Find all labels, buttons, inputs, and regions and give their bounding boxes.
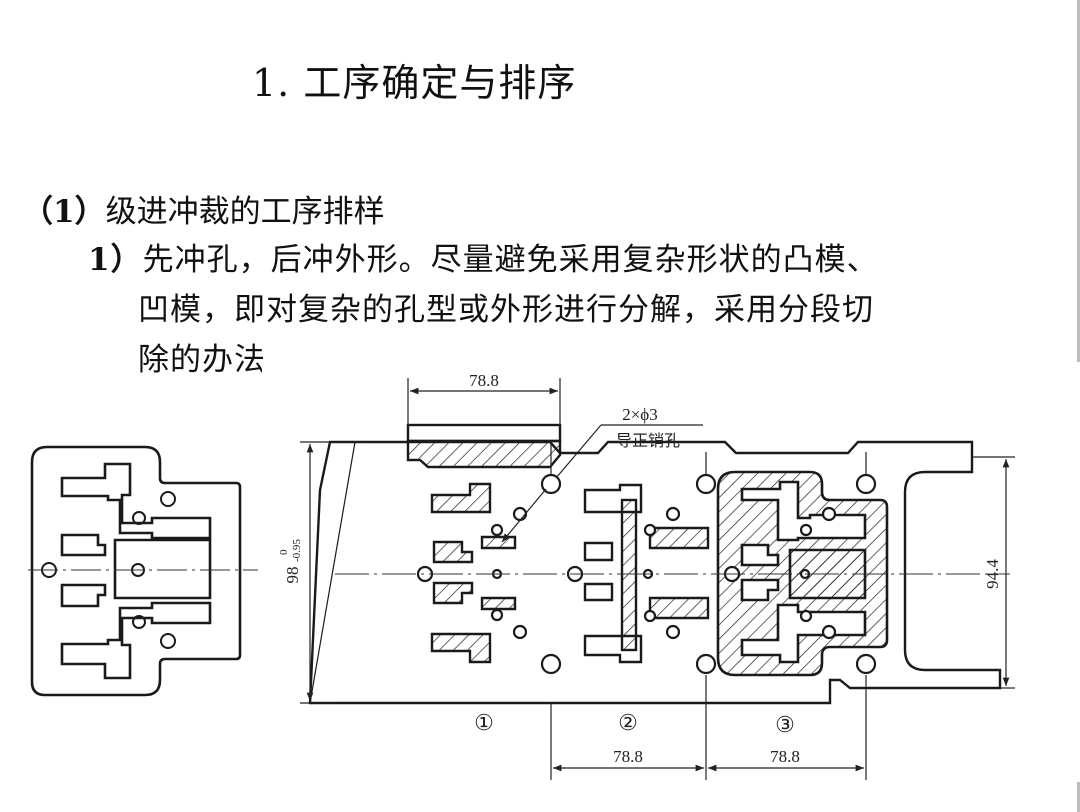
section-number: （1） xyxy=(22,194,106,230)
strip-width-value: 98 xyxy=(283,567,302,584)
strip-width-tol-upper: 0 xyxy=(278,549,290,555)
figure-background xyxy=(262,362,1080,782)
part-cutout-mid-lower xyxy=(60,583,107,608)
station-label-3: ③ xyxy=(775,712,795,737)
point-number: 1） xyxy=(88,242,143,278)
part-cutout-bottom xyxy=(60,601,212,680)
strip-width-label: 98 0 -0.95 xyxy=(278,539,303,584)
part-cutout-mid-upper xyxy=(60,533,107,557)
station-2-punches xyxy=(583,483,710,664)
point-line-2: 凹模，即对复杂的孔型或外形进行分解，采用分段切 xyxy=(138,292,874,328)
strip-width-dimension xyxy=(300,441,362,704)
finished-part xyxy=(30,445,242,697)
slide-title: 1. 工序确定与排序 xyxy=(252,61,577,105)
station-label-2: ② xyxy=(618,710,638,735)
strip-outline xyxy=(308,440,1002,705)
pilot-hole-leader xyxy=(501,424,703,543)
pilot-hole-spec: 2×ϕ3 xyxy=(622,405,658,424)
pilot-hole-label: 导正销孔 xyxy=(616,431,680,450)
top-cutting-segment xyxy=(406,423,562,469)
right-width-dimension xyxy=(972,456,1015,689)
strip-width-tol-lower: -0.95 xyxy=(291,539,303,562)
part-cutout-center xyxy=(113,538,212,600)
station-1-punches xyxy=(430,482,517,664)
pitch-dimension-1: 78.8 xyxy=(613,747,643,766)
top-dimension-value: 78.8 xyxy=(469,371,499,390)
section-text: 级进冲裁的工序排样 xyxy=(105,194,385,230)
station-lines xyxy=(550,440,867,780)
part-outline xyxy=(30,445,242,697)
point-line-1: 1）先冲孔，后冲外形。尽量避免采用复杂形状的凸模、 xyxy=(88,234,879,279)
pitch-dimension-2: 78.8 xyxy=(770,747,800,766)
right-width-value: 94.4 xyxy=(983,559,1002,589)
part-cutout-top xyxy=(60,462,212,540)
pilot-hole xyxy=(540,653,562,675)
point-text-1: 先冲孔，后冲外形。尽量避免采用复杂形状的凸模、 xyxy=(142,242,879,278)
top-dimension xyxy=(407,378,561,425)
station-label-1: ① xyxy=(474,710,494,735)
section-heading: （1）级进冲裁的工序排样 xyxy=(22,186,385,231)
